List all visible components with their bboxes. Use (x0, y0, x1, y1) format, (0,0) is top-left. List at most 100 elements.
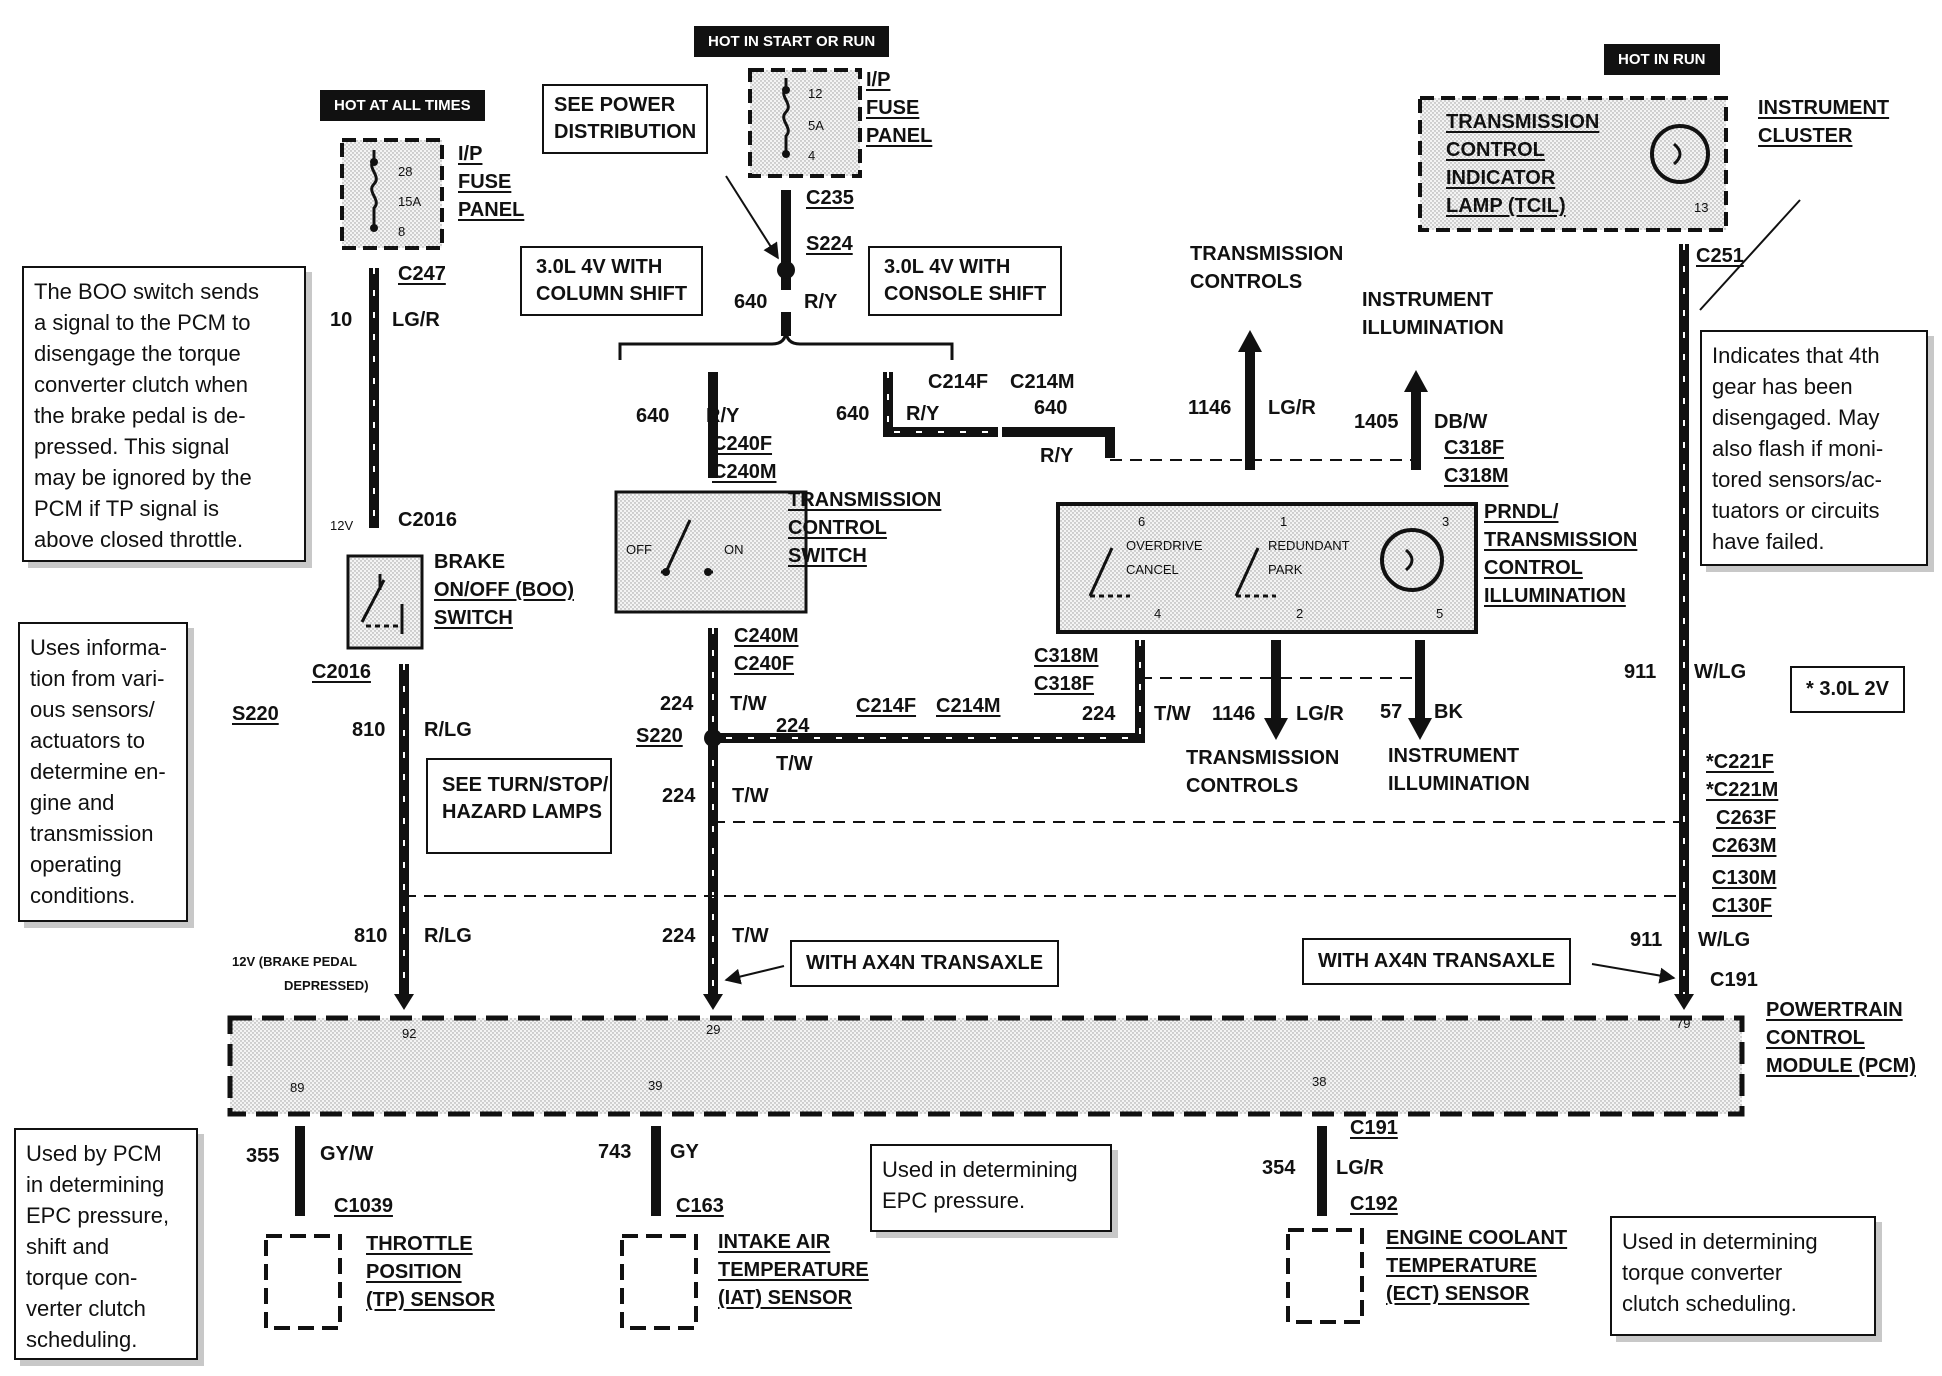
instr-illum-top-1: INSTRUMENT (1362, 289, 1494, 311)
pcm-pin-89: 89 (290, 1080, 305, 1095)
fuse-12-label-3: PANEL (866, 125, 933, 147)
w743-color: GY (670, 1141, 699, 1163)
cluster-label-1: INSTRUMENT (1758, 97, 1890, 119)
tcs-label-3: SWITCH (788, 545, 867, 567)
prndl-pin-1: 1 (1280, 514, 1288, 529)
w911-color: W/LG (1694, 661, 1747, 683)
ect-sensor-shape (1286, 1228, 1364, 1324)
w640r-number: 640 (836, 403, 870, 425)
iat-label-1: INTAKE AIR (718, 1231, 831, 1253)
fuse-box-28 (340, 138, 444, 250)
prndl-label-2: TRANSMISSION (1484, 529, 1638, 551)
c214f-label: C214F (928, 371, 989, 393)
c251-label: C251 (1696, 245, 1744, 267)
w640r-color: R/Y (906, 403, 940, 425)
pcm-box (227, 1015, 1745, 1117)
tp-label-1: THROTTLE (366, 1233, 473, 1255)
instr-illum-bot-1: INSTRUMENT (1388, 745, 1520, 767)
w810b-color: R/LG (424, 925, 472, 947)
tp-label-2: POSITION (366, 1261, 462, 1283)
conn-c263f: C263F (1716, 807, 1777, 829)
c318f-b-label: C318F (1034, 673, 1095, 695)
boo-label-3: SWITCH (434, 607, 513, 629)
conn-c130f: C130F (1712, 895, 1773, 917)
v12-label: 12V (330, 518, 354, 533)
pcm-label-2: CONTROL (1766, 1027, 1865, 1049)
w810-color: R/LG (424, 719, 472, 741)
pcm-label-3: MODULE (PCM) (1766, 1055, 1916, 1077)
prndl-pin-4: 4 (1154, 606, 1162, 621)
fuse-28-label-3: PANEL (458, 199, 525, 221)
ect-label-3: (ECT) SENSOR (1386, 1283, 1530, 1305)
prndl-pin-6: 6 (1138, 514, 1146, 529)
w10-color: LG/R (392, 309, 440, 331)
c214m-label: C214M (1010, 371, 1075, 393)
boo-label-1: BRAKE (434, 551, 506, 573)
instr-illum-top-2: ILLUMINATION (1362, 317, 1504, 339)
prndl-label-3: CONTROL (1484, 557, 1583, 579)
tcs-on: ON (724, 542, 744, 557)
od-cancel-1: OVERDRIVE (1126, 538, 1203, 553)
w1146-number: 1146 (1188, 397, 1232, 419)
prndl-pin-2: 2 (1296, 606, 1304, 621)
w911b-number: 911 (1630, 929, 1663, 951)
w224b-number: 224 (662, 785, 696, 807)
conn-c130m: C130M (1712, 867, 1777, 889)
w1146-color: LG/R (1268, 397, 1316, 419)
c235-label: C235 (806, 187, 854, 209)
fuse-12-label-2: FUSE (866, 97, 920, 119)
trans-ctrl-bot-2: CONTROLS (1186, 775, 1299, 797)
boo-box (346, 554, 424, 650)
w224c-color: T/W (732, 925, 769, 947)
tcil-line-2: CONTROL (1446, 139, 1545, 161)
s224-label: S224 (806, 233, 853, 255)
boo-label-2: ON/OFF (BOO) (434, 579, 574, 601)
s220-label: S220 (636, 725, 683, 747)
fuse-12-rating: 5A (808, 118, 824, 133)
fuse-12-pin-top: 12 (808, 86, 823, 101)
c318f-label: C318F (1444, 437, 1505, 459)
w355-number: 355 (246, 1145, 280, 1167)
fuse-28-rating: 15A (398, 194, 422, 209)
c240m-b-label: C240M (734, 625, 799, 647)
w224-mid-number: 224 (776, 715, 810, 737)
red-park-1: REDUNDANT (1268, 538, 1350, 553)
c240m-label: C240M (712, 461, 777, 483)
tcs-label-1: TRANSMISSION (788, 489, 942, 511)
w1405-number: 1405 (1354, 411, 1399, 433)
iat-label-3: (IAT) SENSOR (718, 1287, 853, 1309)
cluster-label-2: CLUSTER (1758, 125, 1853, 147)
ect-label-1: ENGINE COOLANT (1386, 1227, 1568, 1249)
prndl-label-1: PRNDL/ (1484, 501, 1559, 523)
engine-note-box: * 3.0L 2V (1790, 666, 1906, 713)
ax4n-right-box: WITH AX4N TRANSAXLE (1302, 938, 1572, 985)
fuse-28-pin-top: 28 (398, 164, 413, 179)
red-park-2: PARK (1268, 562, 1303, 577)
brake-voltage-1: 12V (BRAKE PEDAL (232, 954, 357, 969)
w224b-color: T/W (732, 785, 769, 807)
pcm-pin-39: 39 (648, 1078, 663, 1093)
tcil-line-1: TRANSMISSION (1446, 111, 1600, 133)
c318m-label: C318M (1444, 465, 1509, 487)
pcm-pin-79: 79 (1676, 1016, 1691, 1031)
conn-c221m: *C221M (1706, 779, 1779, 801)
hot-in-run-tag: HOT IN RUN (1604, 44, 1720, 75)
w224-number: 224 (660, 693, 694, 715)
w911b-color: W/LG (1698, 929, 1751, 951)
fuse-28-label-2: FUSE (458, 171, 512, 193)
w1146b-color: LG/R (1296, 703, 1344, 725)
w911-number: 911 (1624, 661, 1657, 683)
w224d-color: T/W (1154, 703, 1191, 725)
pcm-pin-29: 29 (706, 1022, 721, 1037)
c240f-label: C240F (712, 433, 773, 455)
iat-sensor-shape (620, 1234, 698, 1330)
w1405-color: DB/W (1434, 411, 1488, 433)
w57-number: 57 (1380, 701, 1403, 723)
tp-label-3: (TP) SENSOR (366, 1289, 495, 1311)
trans-ctrl-top-1: TRANSMISSION (1190, 243, 1344, 265)
